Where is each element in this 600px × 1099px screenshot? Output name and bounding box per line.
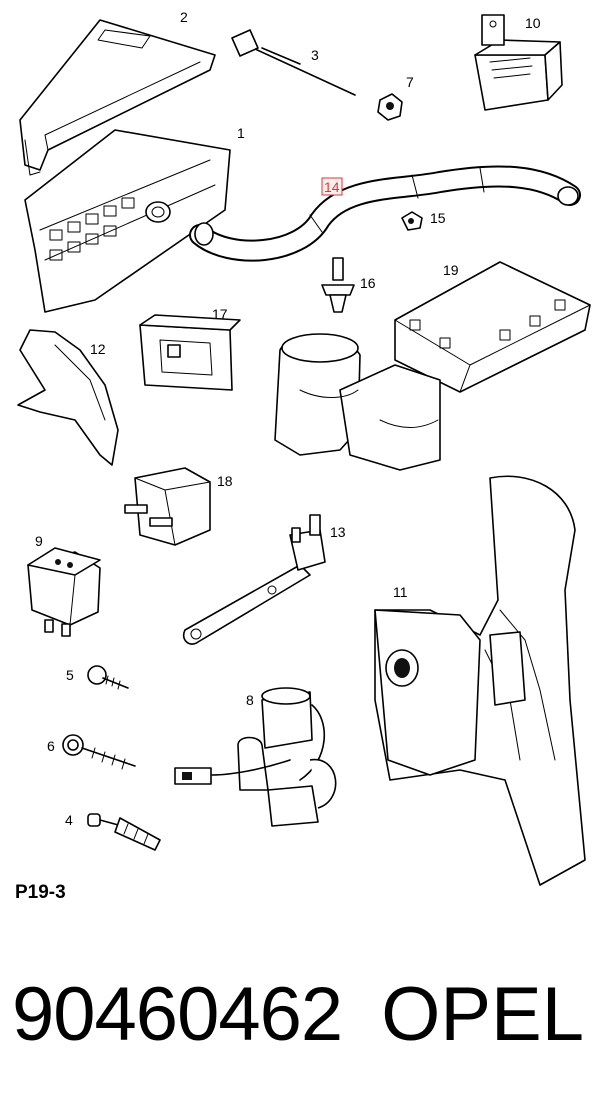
part-13-lever xyxy=(182,514,326,645)
callout-13: 13 xyxy=(330,524,346,540)
part-18-relay xyxy=(124,467,211,546)
part-1-relay-box xyxy=(24,129,231,313)
part-16-clip xyxy=(321,257,355,313)
callout-8: 8 xyxy=(246,692,254,708)
part-10-relay xyxy=(474,14,563,111)
figure-code: P19-3 xyxy=(15,882,66,903)
part-3-rod xyxy=(231,29,356,96)
callout-14-highlight-box xyxy=(321,177,343,196)
parts-diagram: 1 2 3 4 5 6 7 8 9 10 11 12 13 14 15 16 1… xyxy=(17,9,591,886)
callout-19: 19 xyxy=(443,262,459,278)
callout-15: 15 xyxy=(430,210,446,226)
callout-18: 18 xyxy=(217,473,233,489)
callout-9: 9 xyxy=(35,533,43,549)
callout-5: 5 xyxy=(66,667,74,683)
part-5-screw xyxy=(87,665,129,690)
callout-7: 7 xyxy=(406,74,414,90)
part-11-shroud xyxy=(374,475,586,886)
callout-17: 17 xyxy=(212,306,228,322)
part-12-plate xyxy=(17,329,119,466)
part-19-bracket xyxy=(394,261,591,393)
part-15-nut xyxy=(401,211,423,231)
part-9-relay xyxy=(27,547,101,637)
part-7-nut xyxy=(377,93,403,121)
steering-column-shroud xyxy=(274,333,441,471)
callout-10: 10 xyxy=(525,15,541,31)
part-14-hose xyxy=(189,165,581,262)
callout-labels: 1 2 3 4 5 6 7 8 9 10 11 12 13 14 15 16 1… xyxy=(35,9,541,828)
callout-6: 6 xyxy=(47,738,55,754)
callout-2: 2 xyxy=(180,9,188,25)
part-number: 90460462 xyxy=(12,972,343,1057)
callout-16: 16 xyxy=(360,275,376,291)
part-8-sensor xyxy=(174,687,337,827)
part-6-bolt xyxy=(62,734,136,770)
callout-12: 12 xyxy=(90,341,106,357)
brand-name: OPEL xyxy=(381,972,584,1057)
callout-11: 11 xyxy=(393,584,408,600)
callout-1: 1 xyxy=(237,125,245,141)
callout-3: 3 xyxy=(311,47,319,63)
callout-4: 4 xyxy=(65,812,73,828)
part-4-stud xyxy=(87,813,161,851)
callout-14: 14 xyxy=(324,179,340,195)
part-17-holder xyxy=(139,314,241,391)
part-2-cover xyxy=(19,19,216,176)
